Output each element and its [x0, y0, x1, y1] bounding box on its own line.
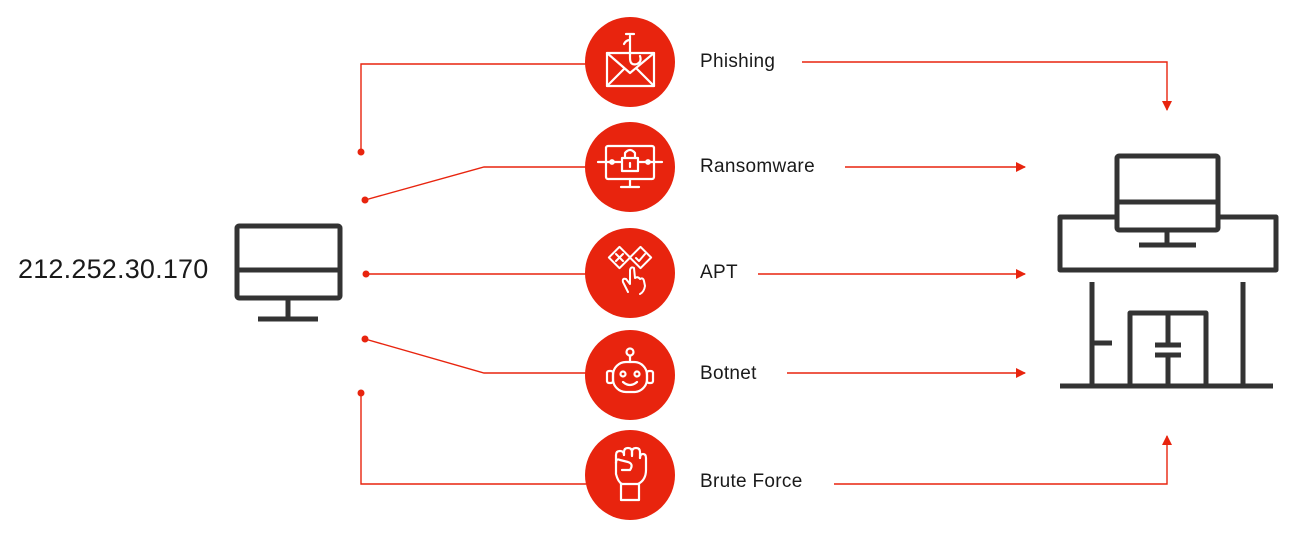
dot-bruteforce — [357, 389, 365, 397]
robot-face-icon — [605, 347, 655, 394]
dot-botnet — [361, 335, 369, 343]
target-building-icon — [1057, 153, 1279, 389]
botnet-node — [585, 330, 675, 420]
apt-node — [585, 228, 675, 318]
arrow-phishing — [802, 61, 1172, 111]
phishing-node — [585, 17, 675, 107]
dot-phishing — [357, 148, 365, 156]
source-connectors — [360, 63, 586, 485]
source-ip-address: 212.252.30.170 — [18, 254, 209, 284]
raised-fist-icon — [614, 446, 648, 502]
attack-label-ransomware: Ransomware — [700, 156, 815, 177]
ransomware-node — [585, 122, 675, 212]
connector-dots — [357, 148, 370, 397]
connector-phishing — [360, 63, 586, 152]
attack-label-botnet: Botnet — [700, 363, 757, 384]
attack-label-apt: APT — [700, 262, 738, 283]
dot-apt — [362, 270, 370, 278]
connector-bruteforce — [360, 393, 586, 485]
arrow-bruteforce — [834, 435, 1172, 485]
dot-ransomware — [361, 196, 369, 204]
email-hook-icon — [605, 32, 656, 88]
connector-ransomware — [364, 166, 586, 201]
source-computer-icon — [234, 223, 343, 322]
connector-botnet — [364, 338, 586, 374]
attack-label-bruteforce: Brute Force — [700, 471, 803, 492]
bruteforce-node — [585, 430, 675, 520]
attack-label-phishing: Phishing — [700, 51, 776, 72]
locked-monitor-icon — [596, 144, 664, 189]
hand-selecting-options-icon — [607, 245, 653, 295]
target-arrows — [758, 61, 1172, 485]
